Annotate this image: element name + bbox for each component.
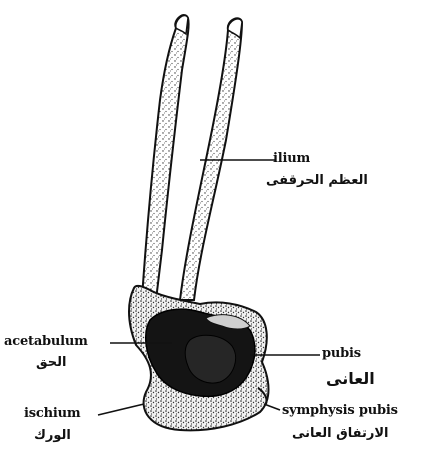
symphysis-pubis-label: symphysis pubis [282,403,398,418]
ischium-leader [98,404,144,415]
pubis-label: pubis [322,346,361,361]
acetabulum-arabic-label: الحق [36,355,66,370]
pubis-arabic-label: العانى [326,369,375,388]
acetabulum-label: acetabulum [4,334,88,349]
left-ilium-shaft [142,15,189,300]
right-ilium-shaft [180,18,242,300]
ilium-arabic-label: العظم الحرقفى [266,173,368,188]
ilium-label: ilium [273,151,310,166]
ischium-arabic-label: الورك [34,428,71,443]
symphysis-pubis-arabic-label: الارتفاق العانى [292,426,388,441]
symphysis-leader [264,404,280,410]
ischium-label: ischium [24,406,80,421]
